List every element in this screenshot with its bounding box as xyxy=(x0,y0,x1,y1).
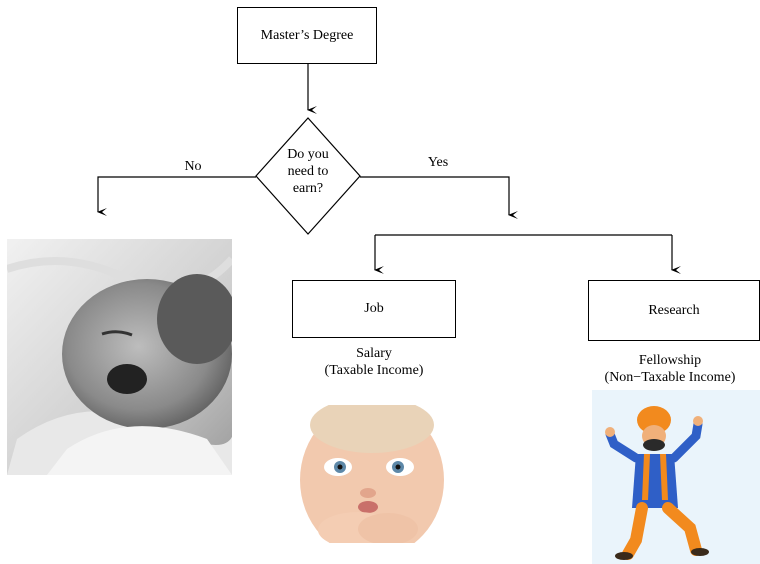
caption-research-line-1: Fellowship xyxy=(638,353,702,368)
surprised-baby-photo xyxy=(288,405,456,543)
caption-research-line-2: (Non−Taxable Income) xyxy=(604,370,736,385)
edge-label-yes: Yes xyxy=(427,155,449,170)
caption-research: Fellowship (Non−Taxable Income) xyxy=(580,352,760,386)
sleeping-baby-photo xyxy=(7,239,232,475)
caption-job-line-2: (Taxable Income) xyxy=(324,363,424,378)
decision-diamond xyxy=(255,117,361,235)
caption-job: Salary (Taxable Income) xyxy=(292,345,456,379)
edge-label-no: No xyxy=(184,159,202,174)
node-research: Research xyxy=(588,280,760,341)
node-decision-text: Do you need to earn? xyxy=(258,146,358,197)
edge-yes xyxy=(360,176,518,219)
decision-line-1: Do you xyxy=(287,147,329,162)
node-job: Job xyxy=(292,280,456,338)
decision-line-2: need to xyxy=(287,164,329,179)
caption-job-line-1: Salary xyxy=(356,346,392,361)
node-masters-degree: Master’s Degree xyxy=(237,7,377,64)
edge-no xyxy=(97,176,256,216)
dancing-man-cartoon xyxy=(592,390,760,564)
decision-line-3: earn? xyxy=(292,181,324,196)
